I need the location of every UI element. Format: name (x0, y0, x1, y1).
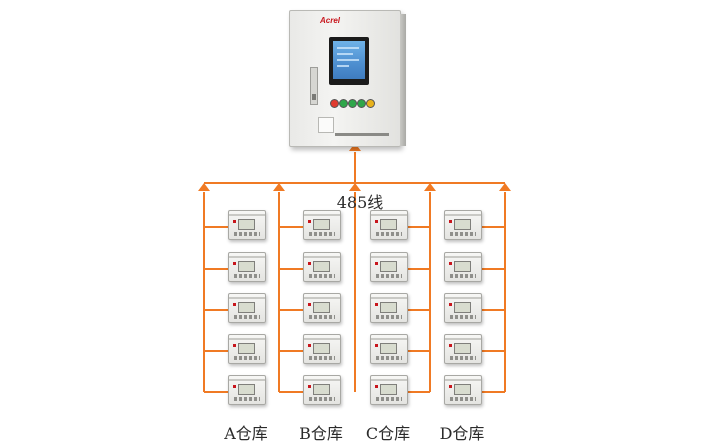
meter-a-5 (228, 375, 266, 405)
meter-a-2 (228, 252, 266, 282)
meter-a-4 (228, 334, 266, 364)
riser-arrow (273, 183, 285, 191)
panel-button-5 (366, 99, 375, 108)
nameplate (318, 117, 334, 133)
cabinet-footer-print (335, 133, 389, 136)
touch-screen (329, 37, 369, 85)
controller-cabinet: Acrel (289, 10, 406, 147)
indicator-gauge (310, 67, 318, 105)
cabinet-side (400, 14, 406, 146)
panel-button-4 (357, 99, 366, 108)
meter-c-4 (370, 334, 408, 364)
meter-b-2 (303, 252, 341, 282)
meter-d-5 (444, 375, 482, 405)
riser-arrow (424, 183, 436, 191)
riser-arrow (349, 183, 361, 191)
meter-d-3 (444, 293, 482, 323)
bus-label: 485线 (336, 193, 384, 212)
riser-arrow (198, 183, 210, 191)
meter-a-1 (228, 210, 266, 240)
group-label-c: C仓库 (365, 424, 411, 443)
group-label-a: A仓库 (224, 424, 268, 443)
screen-display (333, 41, 365, 79)
panel-button-3 (348, 99, 357, 108)
group-label-b: B仓库 (299, 424, 343, 443)
meter-d-4 (444, 334, 482, 364)
trunk-arrow (349, 143, 361, 151)
meter-a-3 (228, 293, 266, 323)
riser-arrow (499, 183, 511, 191)
meter-c-2 (370, 252, 408, 282)
meter-b-4 (303, 334, 341, 364)
meter-c-5 (370, 375, 408, 405)
meter-c-3 (370, 293, 408, 323)
brand-logo: Acrel (320, 16, 341, 25)
panel-button-1 (330, 99, 339, 108)
group-label-d: D仓库 (439, 424, 485, 443)
panel-button-2 (339, 99, 348, 108)
meter-c-1 (370, 210, 408, 240)
meter-b-1 (303, 210, 341, 240)
meter-d-1 (444, 210, 482, 240)
meter-b-5 (303, 375, 341, 405)
meter-d-2 (444, 252, 482, 282)
meter-b-3 (303, 293, 341, 323)
